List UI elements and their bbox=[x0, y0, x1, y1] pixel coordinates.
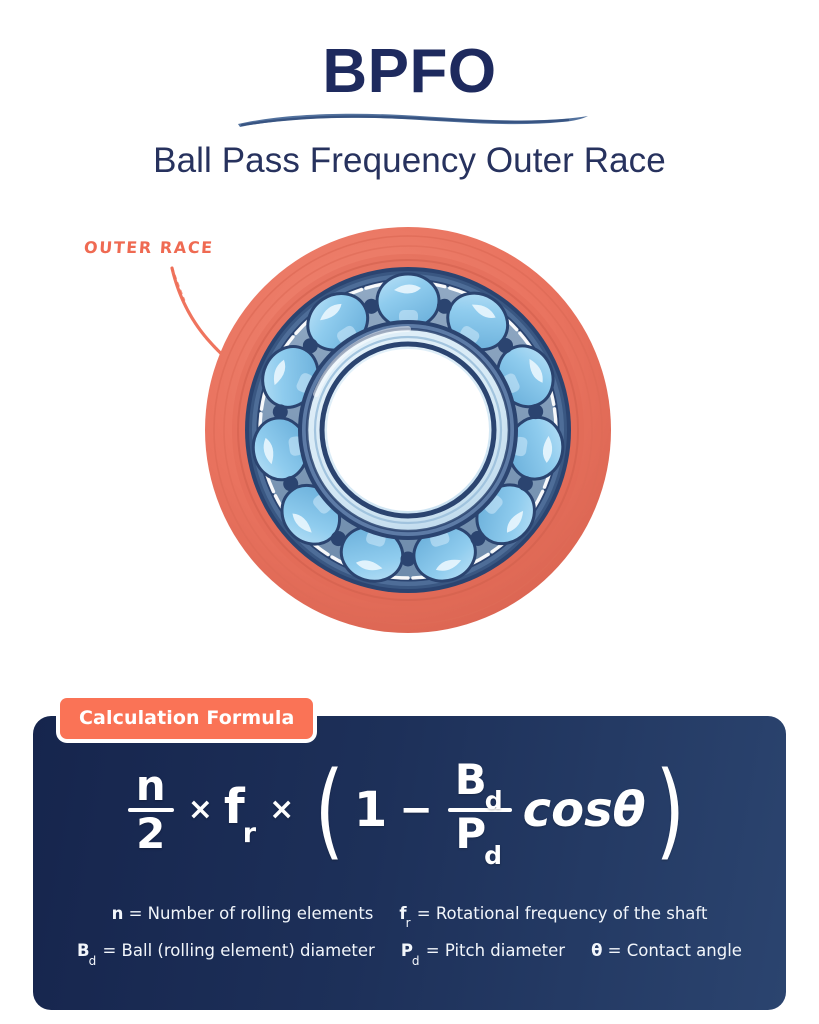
frac2-num-symbol: B bbox=[454, 755, 487, 804]
legend-symbol: n bbox=[111, 904, 124, 923]
page-subtitle: Ball Pass Frequency Outer Race bbox=[153, 141, 666, 180]
frac2-num-subscript: d bbox=[484, 786, 503, 816]
legend-item: n = Number of rolling elements bbox=[112, 898, 374, 935]
page-title: BPFO bbox=[322, 37, 497, 106]
legend-item: fr = Rotational frequency of the shaft bbox=[399, 898, 707, 935]
legend-text: = Pitch diameter bbox=[425, 941, 566, 961]
legend-symbol-subscript: d bbox=[88, 953, 97, 968]
term-f-subscript: r bbox=[242, 818, 257, 850]
calculation-formula-badge: Calculation Formula bbox=[60, 698, 314, 739]
legend-symbol-subscript: d bbox=[411, 953, 420, 968]
fraction2-numerator: Bd bbox=[448, 755, 512, 814]
legend-symbol: B bbox=[77, 941, 90, 961]
legend-text: = Number of rolling elements bbox=[128, 904, 374, 923]
fraction2-bar bbox=[447, 808, 512, 813]
fraction-n-over-2: n 2 bbox=[127, 761, 174, 859]
cage-rivets bbox=[272, 298, 544, 567]
legend-row: n = Number of rolling elements fr = Rota… bbox=[33, 898, 786, 935]
fraction-bar bbox=[127, 808, 174, 813]
paren-close: ) bbox=[655, 748, 685, 871]
formula-expression: n 2 × fr × ( 1 − Bd Pd cos θ ) bbox=[33, 748, 786, 871]
term-one: 1 bbox=[353, 782, 388, 839]
multiply-operator-2: × bbox=[269, 792, 295, 828]
fraction-numerator: n bbox=[135, 761, 166, 811]
bearing-figure bbox=[196, 218, 620, 642]
legend-symbol: P bbox=[400, 941, 413, 961]
title-underline-brushstroke bbox=[238, 113, 588, 127]
legend-text: = Ball (rolling element) diameter bbox=[102, 941, 375, 961]
formula-legend: n = Number of rolling elements fr = Rota… bbox=[33, 898, 786, 973]
cos-function: cos bbox=[522, 782, 613, 839]
legend-text: = Contact angle bbox=[607, 941, 742, 961]
fraction-denominator: 2 bbox=[136, 809, 166, 859]
term-f: f bbox=[223, 778, 245, 835]
legend-symbol: f bbox=[399, 904, 407, 923]
term-rotational-frequency: fr bbox=[224, 783, 258, 848]
fraction-bd-over-pd: Bd Pd bbox=[447, 755, 512, 868]
legend-text: = Rotational frequency of the shaft bbox=[416, 904, 708, 923]
legend-symbol-subscript: r bbox=[405, 916, 411, 931]
legend-item: Pd = Pitch diameter bbox=[401, 935, 565, 972]
theta-symbol: θ bbox=[612, 782, 646, 839]
multiply-operator-1: × bbox=[187, 792, 213, 828]
fraction2-denominator: Pd bbox=[448, 809, 511, 868]
minus-operator: − bbox=[399, 787, 433, 834]
header: BPFO Ball Pass Frequency Outer Race bbox=[0, 0, 819, 210]
frac2-den-subscript: d bbox=[484, 840, 503, 870]
legend-row: Bd = Ball (rolling element) diameter Pd … bbox=[33, 935, 786, 972]
ball-bearing-diagram bbox=[205, 227, 611, 633]
legend-item: θ = Contact angle bbox=[591, 935, 742, 972]
frac2-den-symbol: P bbox=[455, 809, 487, 859]
paren-open: ( bbox=[314, 748, 345, 871]
legend-symbol: θ bbox=[591, 941, 603, 961]
legend-item: Bd = Ball (rolling element) diameter bbox=[77, 935, 375, 972]
formula-panel: n 2 × fr × ( 1 − Bd Pd cos θ ) n = Numbe… bbox=[33, 716, 786, 1010]
